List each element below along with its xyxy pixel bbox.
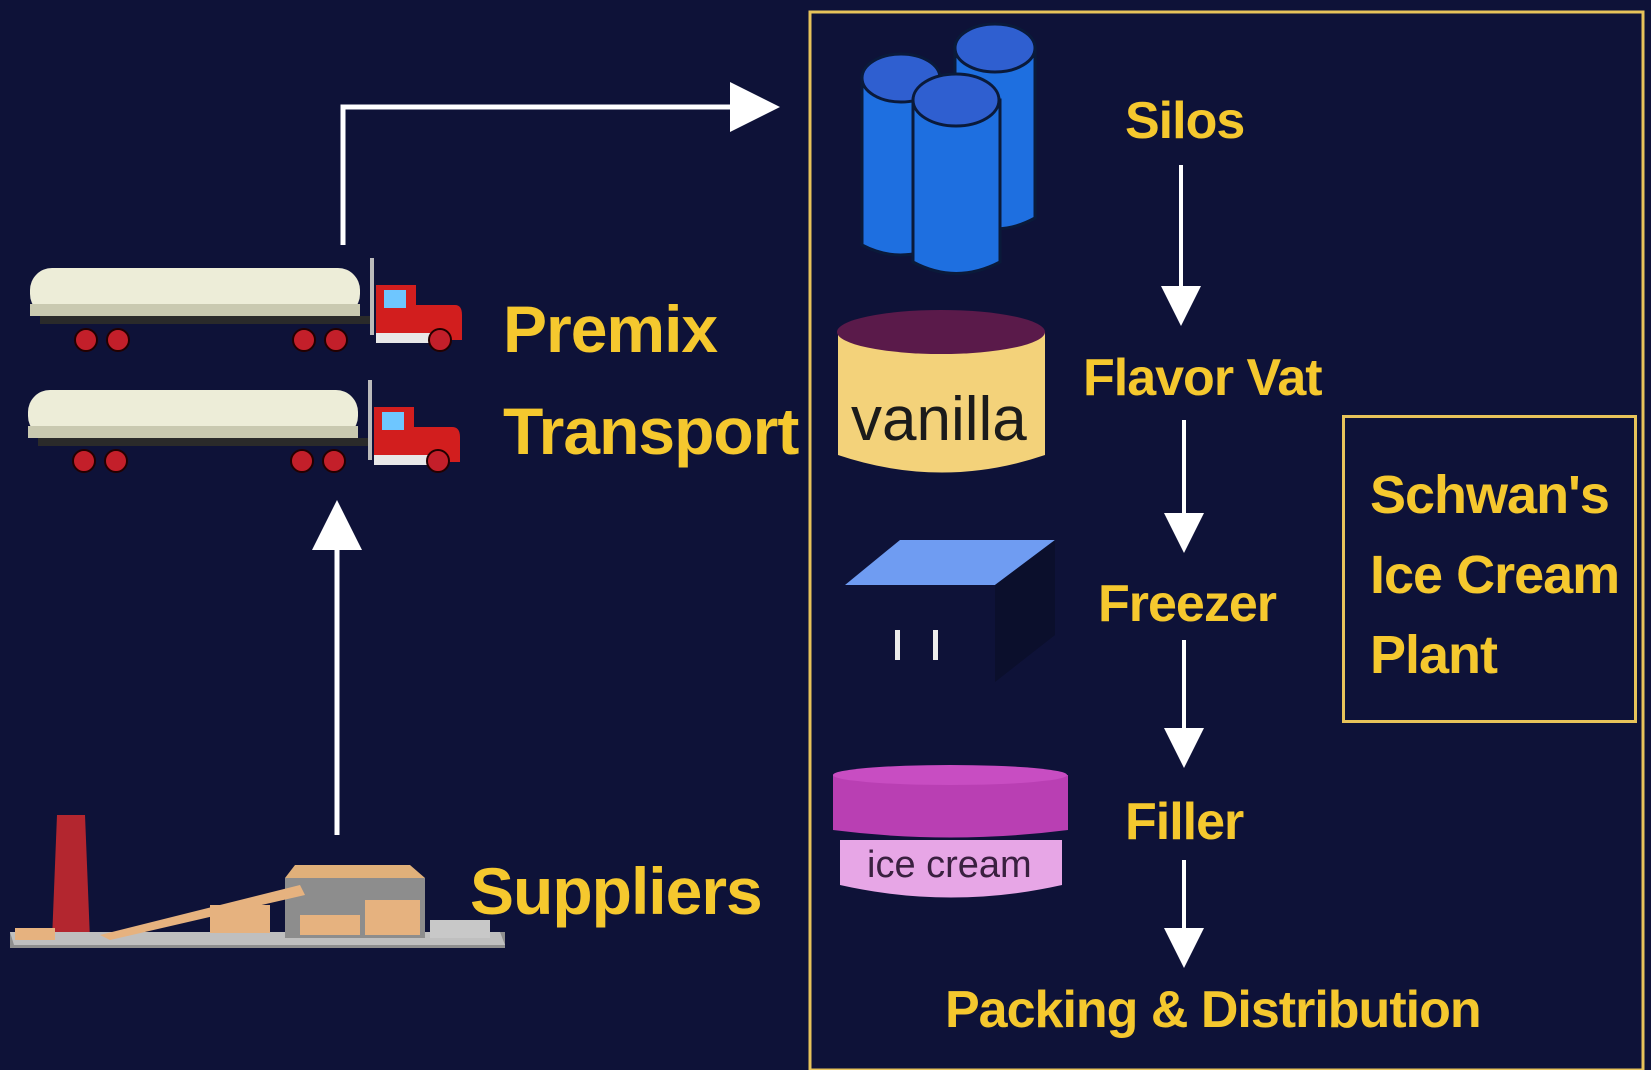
- flavor-vat-label: Flavor Vat: [1083, 349, 1323, 407]
- vat-label: vanilla: [851, 385, 1027, 454]
- plant-name-line: Schwan's: [1370, 465, 1610, 525]
- factory-icon: [10, 815, 505, 948]
- premix-label: Premix: [503, 292, 718, 366]
- plant-name-box: [1342, 415, 1637, 723]
- plant-outer-frame: [808, 10, 1645, 1070]
- carton-label: ice cream: [867, 844, 1032, 886]
- plant-name-line: Ice Cream: [1370, 545, 1620, 605]
- suppliers-label: Suppliers: [470, 854, 763, 928]
- silos-icon: [860, 22, 1037, 275]
- freezer-label: Freezer: [1098, 575, 1277, 633]
- flavor-vat-icon: vanilla: [837, 310, 1045, 473]
- tanker-truck-icon: [30, 258, 462, 352]
- plant-name-line: Plant: [1370, 625, 1498, 685]
- packing-distribution-label: Packing & Distribution: [945, 981, 1482, 1039]
- tanker-truck-icon: [28, 380, 460, 473]
- ice-cream-carton-icon: ice cream: [833, 765, 1068, 898]
- transport-label: Transport: [503, 394, 799, 468]
- freezer-icon: [845, 540, 1055, 682]
- arrow-trucks-to-plant: [340, 82, 780, 245]
- silos-label: Silos: [1125, 92, 1245, 150]
- plant-name: Schwan's Ice Cream Plant: [1370, 455, 1620, 695]
- filler-label: Filler: [1125, 793, 1244, 851]
